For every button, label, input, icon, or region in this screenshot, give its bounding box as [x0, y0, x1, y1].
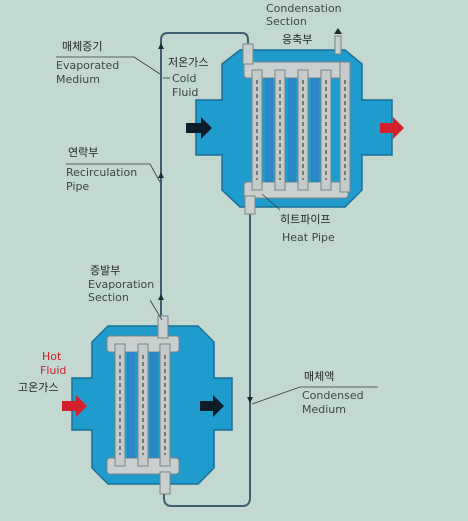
recirc-label-en2: Pipe — [66, 180, 90, 193]
condensation-outlet-nozzle — [244, 195, 256, 215]
evapsec-label-en1: Evaporation — [88, 278, 155, 291]
condensation-vent-nozzle — [334, 35, 342, 55]
leader-heatpipe — [261, 193, 281, 211]
flow-arrow-recirc-mid — [158, 172, 164, 178]
hot-fluid-label-en1: Hot — [42, 350, 62, 363]
evapsec-label-en2: Section — [88, 291, 129, 304]
condensation-section-pointer — [334, 28, 342, 34]
evaporation-tubes — [114, 343, 171, 467]
cold-fluid-label-ko: 저온가스 — [168, 56, 209, 69]
condensed-medium-pipe — [163, 210, 251, 507]
cold-fluid-out-arrow — [380, 117, 404, 139]
condensation-inlet-nozzle — [242, 43, 254, 65]
recirc-label-ko: 연락부 — [68, 146, 99, 159]
evaporated-label-en1: Evaporated — [56, 59, 120, 72]
hot-fluid-out-arrow — [200, 395, 224, 417]
leader-evaporated-2 — [133, 56, 161, 75]
hot-fluid-label-ko: 고온가스 — [18, 381, 59, 394]
recirc-label-en1: Recirculation — [66, 166, 138, 179]
condensation-tubes — [251, 61, 351, 193]
flow-arrow-recirc-low — [158, 294, 164, 300]
condensation-label-line1: Condensation — [266, 2, 342, 15]
flow-arrow-recirc-top — [158, 43, 164, 49]
condensed-label-en1: Condensed — [302, 389, 364, 402]
cold-fluid-label-en1: Cold — [172, 72, 197, 85]
evaporation-outlet-nozzle — [157, 315, 169, 339]
cold-fluid-label-en2: Fluid — [172, 86, 199, 99]
cold-fluid-in-arrow — [186, 117, 212, 139]
evaporation-inlet-nozzle — [159, 471, 171, 495]
leader-condensed-2 — [251, 386, 301, 405]
flow-arrow-condensed — [247, 397, 253, 403]
hot-fluid-in-arrow — [62, 395, 87, 417]
heatpipe-label-ko: 히트파이프 — [280, 213, 331, 226]
evaporated-label-en2: Medium — [56, 73, 100, 86]
heatpipe-label-en: Heat Pipe — [282, 231, 335, 244]
recirculation-pipe — [160, 32, 249, 320]
condensed-label-ko: 매체액 — [304, 370, 335, 383]
evaporated-label-ko: 매체증기 — [62, 40, 103, 53]
hot-fluid-label-en2: Fluid — [40, 364, 67, 377]
condensation-label-line2: Section — [266, 15, 307, 28]
evapsec-label-ko: 증발부 — [90, 264, 121, 277]
condensation-label-ko: 응축부 — [282, 33, 313, 46]
condensed-label-en2: Medium — [302, 403, 346, 416]
leader-recirc-2 — [149, 163, 161, 183]
leader-evapsec — [149, 299, 163, 321]
